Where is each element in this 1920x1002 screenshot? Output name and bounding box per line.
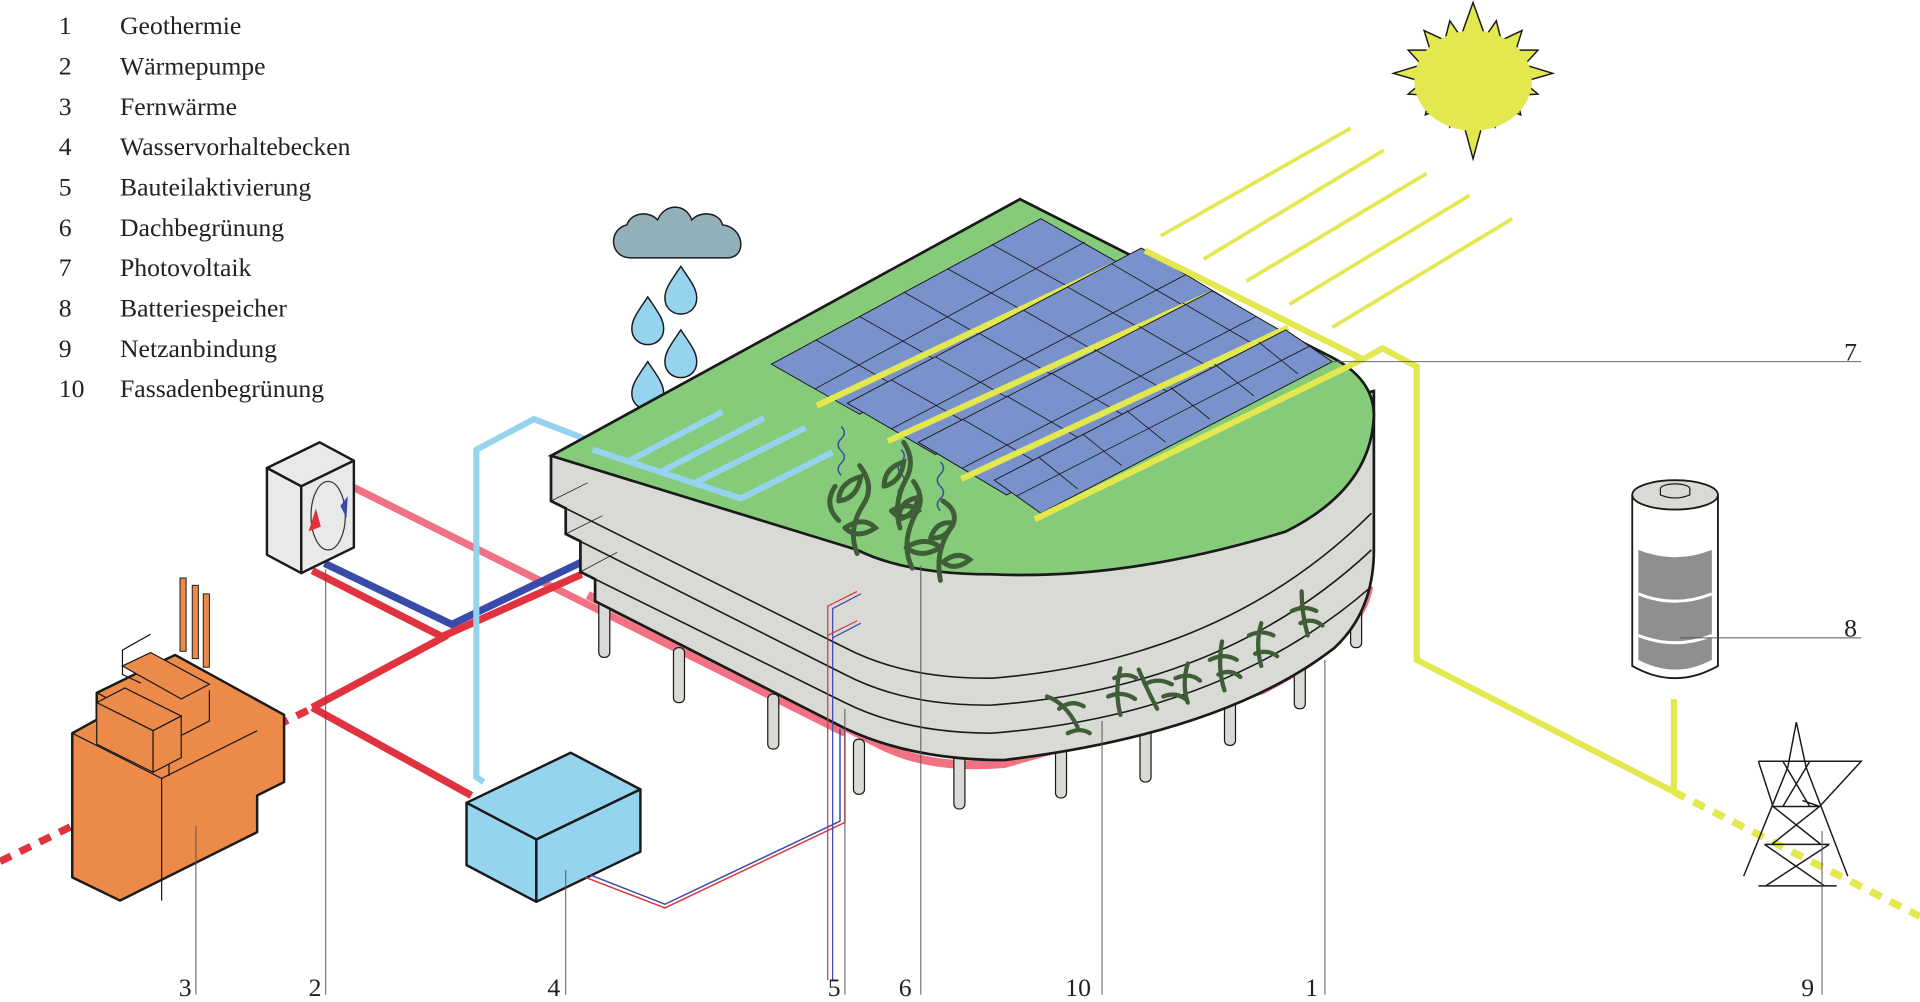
plant <box>1044 694 1092 736</box>
legend-num: 10 <box>59 374 85 403</box>
district-heating-plant-icon <box>71 577 286 902</box>
roof-water-pipes <box>591 409 835 502</box>
legend-label: Fassadenbegrünung <box>120 374 324 403</box>
component-activation-pipes <box>827 590 862 981</box>
legend-item: 1 Geothermie <box>59 11 242 40</box>
battery-icon <box>1631 479 1719 680</box>
legend-num: 5 <box>59 173 72 202</box>
pv-cable <box>1363 344 1677 797</box>
power-pylon-icon <box>1742 722 1863 887</box>
pile <box>672 647 686 704</box>
solar-row <box>917 290 1302 496</box>
callout-4: 4 <box>547 973 560 1002</box>
water-tank-icon <box>465 751 642 904</box>
legend-item: 6 Dachbegrünung <box>59 213 285 242</box>
legend-item: 8 Batteriespeicher <box>59 294 288 323</box>
sun-ray <box>1288 193 1471 306</box>
callout-10: 10 <box>1065 973 1091 1002</box>
legend-label: Photovoltaik <box>120 253 252 282</box>
legend-num: 8 <box>59 294 72 323</box>
legend-item: 9 Netzanbindung <box>59 334 277 363</box>
rain-drop <box>631 295 665 346</box>
sun-ray <box>1245 171 1428 283</box>
plant <box>904 479 923 571</box>
legend-label: Wasservorhaltebecken <box>120 132 351 161</box>
plant <box>1106 666 1139 717</box>
solar-row <box>770 218 1147 415</box>
facade-plants-icon <box>1044 589 1325 736</box>
plant <box>1173 661 1203 705</box>
solar-panels <box>770 218 1367 523</box>
callout-6: 6 <box>899 973 912 1002</box>
callout-9: 9 <box>1801 973 1814 1002</box>
legend-num: 1 <box>59 11 72 40</box>
legend-num: 2 <box>59 52 72 81</box>
legend-label: Netzanbindung <box>120 334 277 363</box>
legend-num: 4 <box>59 132 72 161</box>
callout-2: 2 <box>309 973 322 1002</box>
legend-item: 3 Fernwärme <box>59 92 237 121</box>
district-heat-pipe-to-tank <box>310 704 474 799</box>
legend-label: Batteriespeicher <box>120 294 287 323</box>
callout-3: 3 <box>179 973 192 1002</box>
plant <box>1246 621 1280 669</box>
pile <box>852 738 866 795</box>
legend-item: 5 Bauteilaktivierung <box>59 173 312 202</box>
callouts: 3 2 4 5 6 10 1 9 7 8 <box>179 337 1862 1002</box>
legend-label: Fernwärme <box>120 92 237 121</box>
legend-label: Wärmepumpe <box>120 52 266 81</box>
legend-label: Geothermie <box>120 11 241 40</box>
plant <box>1136 667 1188 711</box>
callout-7: 7 <box>1844 337 1857 366</box>
plant-leaf <box>928 520 974 569</box>
legend-label: Bauteilaktivierung <box>120 173 311 202</box>
legend-num: 6 <box>59 213 72 242</box>
callout-8: 8 <box>1844 614 1857 643</box>
legend-item: 10 Fassadenbegrünung <box>59 374 325 403</box>
legend: 1 Geothermie 2 Wärmepumpe 3 Fernwärme 4 Wass… <box>59 11 351 403</box>
plant <box>850 463 871 556</box>
squiggle <box>837 425 846 476</box>
callout-5: 5 <box>828 973 841 1002</box>
legend-num: 9 <box>59 334 72 363</box>
rain-drop <box>664 265 698 315</box>
legend-item: 2 Wärmepumpe <box>59 52 266 81</box>
rain-drop <box>664 328 698 379</box>
callout-1: 1 <box>1305 973 1318 1002</box>
sun-ray <box>1159 126 1352 238</box>
sun-ray <box>1202 148 1385 261</box>
district-heat-pipe <box>310 632 449 711</box>
building <box>547 197 1376 981</box>
plant <box>1207 639 1243 693</box>
sun-rays <box>1159 126 1514 330</box>
roof-plants-icon <box>827 439 974 583</box>
cloud-icon <box>612 206 742 259</box>
squiggle <box>936 461 945 512</box>
heat-pump-icon <box>265 441 356 575</box>
legend-num: 3 <box>59 92 72 121</box>
grid-cable-dashed <box>1672 788 1920 920</box>
plant <box>1289 589 1325 638</box>
cold-pipe <box>322 558 584 629</box>
legend-label: Dachbegrünung <box>120 213 284 242</box>
sun-ray <box>1331 217 1514 330</box>
legend-item: 4 Wasservorhaltebecken <box>59 132 351 161</box>
pile <box>767 693 780 750</box>
floor-lines <box>550 500 1372 734</box>
plant-leaf <box>827 473 880 537</box>
sun-icon <box>1390 0 1556 162</box>
legend-item: 7 Photovoltaik <box>59 253 252 282</box>
legend-num: 7 <box>59 253 72 282</box>
